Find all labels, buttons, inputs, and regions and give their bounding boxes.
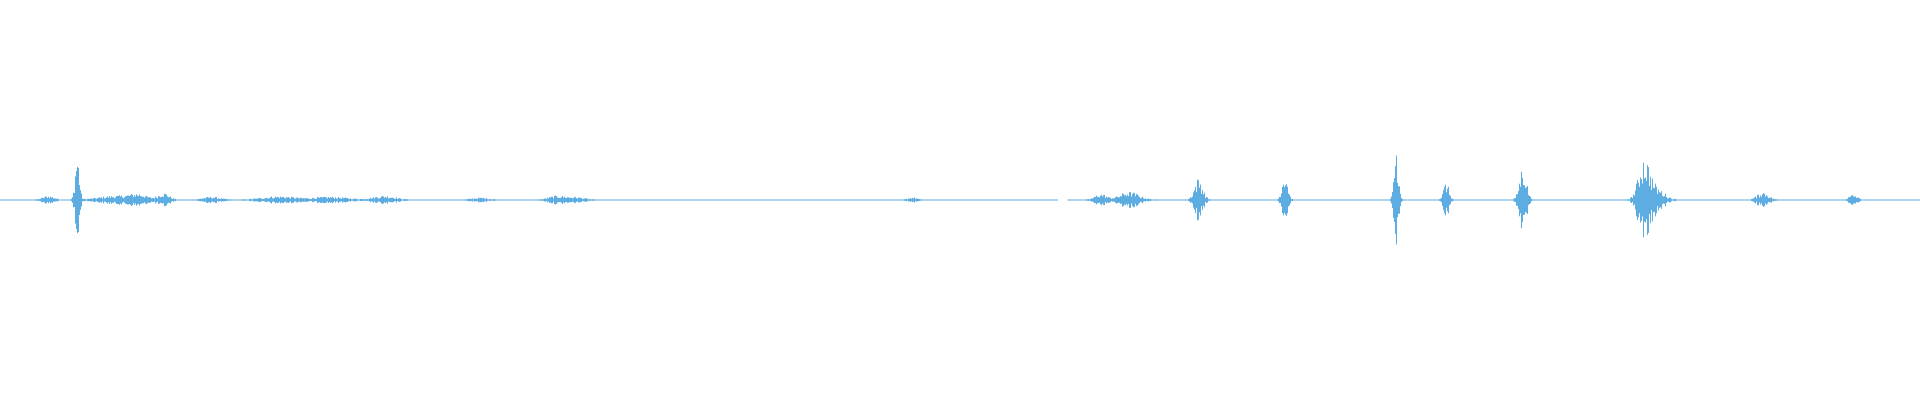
waveform-gap [1057, 197, 1068, 203]
waveform-bars [0, 155, 1920, 245]
waveform-samples [0, 155, 1920, 245]
